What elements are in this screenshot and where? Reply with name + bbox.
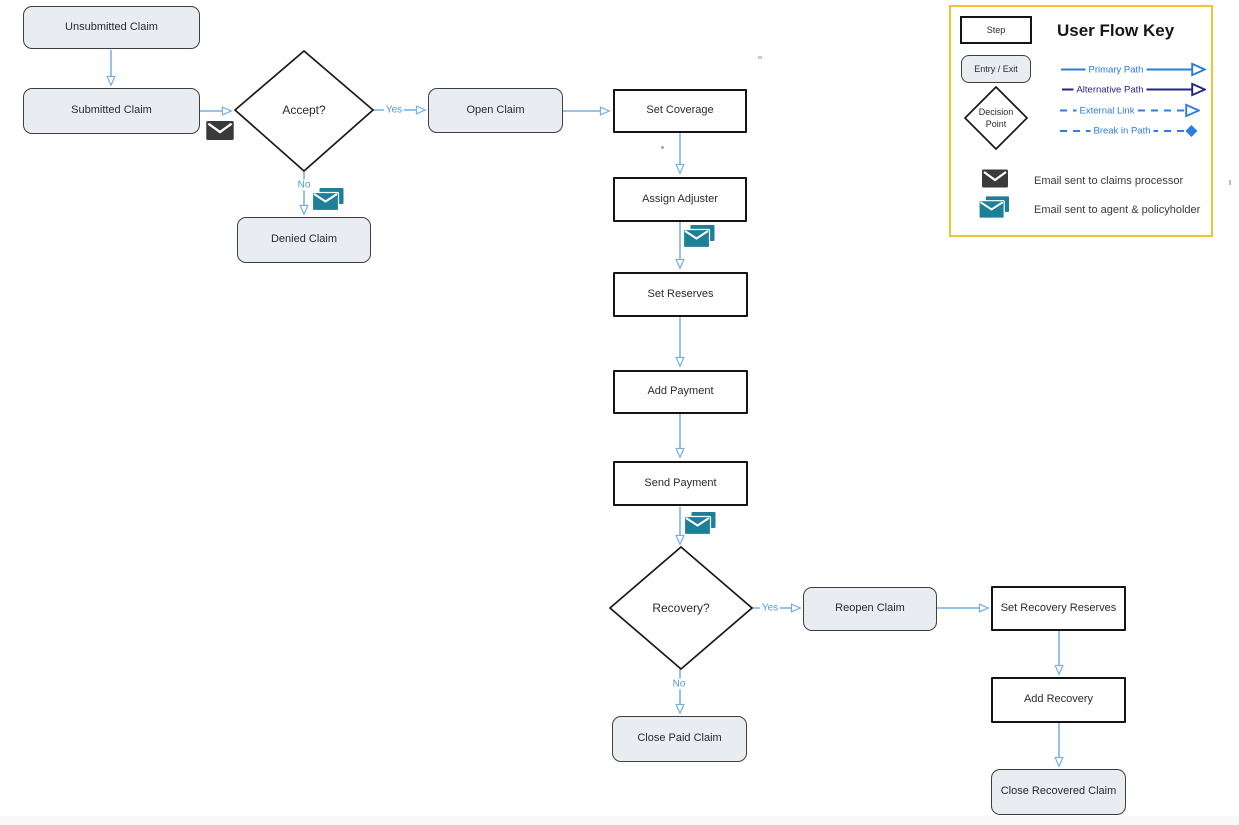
node-close-paid-claim: Close Paid Claim [612,716,747,762]
node-reopen-claim: Reopen Claim [803,587,937,631]
stray-mark [758,56,762,59]
legend-entry-exit-sample: Entry / Exit [961,55,1031,83]
node-label: Send Payment [644,476,717,489]
bottom-edge-strip [0,816,1239,825]
legend-email-processor-label: Email sent to claims processor [1034,175,1184,187]
node-label: Add Recovery [1023,693,1094,706]
email-processor-icon [982,169,1008,188]
node-set-reserves: Set Reserves [613,272,748,317]
edge-label-recovery-yes: Yes [759,602,781,614]
node-label: Reopen Claim [835,602,905,615]
user-flow-key-panel [949,5,1213,237]
node-assign-adjuster: Assign Adjuster [613,177,747,222]
node-label: Set Reserves [647,287,714,300]
node-unsubmitted-claim: Unsubmitted Claim [23,6,200,49]
node-label: Open Claim [466,103,525,116]
legend-email-agent-label: Email sent to agent & policyholder [1034,204,1201,216]
node-add-payment: Add Payment [613,370,748,414]
edge-label-recovery-no: No [670,678,688,690]
legend-primary-path-label: Primary Path [1085,64,1147,75]
node-close-recovered-claim: Close Recovered Claim [991,769,1126,815]
node-set-coverage: Set Coverage [613,89,747,133]
node-recovery-decision-label: Recovery? [652,601,710,615]
node-set-recovery-reserves: Set Recovery Reserves [991,586,1126,631]
email-agent-icon [682,225,716,249]
legend-decision-label: Decision Point [978,107,1014,129]
flow-edges [111,50,1059,757]
node-label: Add Payment [647,385,714,398]
legend-break-in-path-label: Break in Path [1090,125,1154,137]
node-add-recovery: Add Recovery [991,677,1126,723]
node-label: Denied Claim [270,233,338,246]
edge-label-accept-yes: Yes [383,104,405,116]
node-accept-decision-label: Accept? [282,103,326,117]
node-label: Set Recovery Reserves [1000,601,1117,614]
node-submitted-claim: Submitted Claim [23,88,200,134]
edge-label-accept-no: No [295,179,313,191]
email-agent-icon [311,188,345,212]
stray-mark [1229,180,1231,185]
legend-step-sample: Step [960,16,1032,44]
legend-title: User Flow Key [1057,21,1175,40]
node-open-claim: Open Claim [428,88,563,133]
legend-decision-diamond [963,85,1029,151]
node-label: Close Paid Claim [637,732,722,745]
email-agent-icon [978,196,1010,219]
email-processor-icon [206,121,234,140]
node-label: Unsubmitted Claim [65,20,158,33]
legend-external-link-label: External Link [1076,105,1138,116]
node-denied-claim: Denied Claim [237,217,371,263]
node-send-payment: Send Payment [613,461,748,506]
node-label: Set Coverage [646,104,714,117]
legend-alternative-path-label: Alternative Path [1073,84,1147,95]
node-label: Close Recovered Claim [1000,785,1117,798]
node-label: Submitted Claim [71,104,152,117]
accept-decision-diamond [233,49,375,173]
recovery-decision-diamond [608,545,754,671]
node-label: Assign Adjuster [642,192,718,205]
email-agent-icon [683,512,717,536]
stray-mark [661,146,664,149]
